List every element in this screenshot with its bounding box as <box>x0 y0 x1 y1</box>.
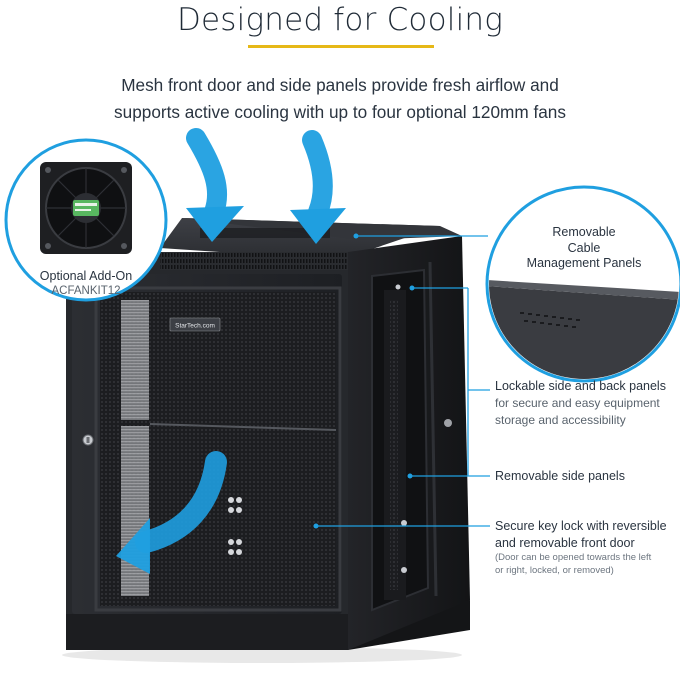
side-screw-mid <box>401 520 407 526</box>
cable-panels-label: Removable Cable Management Panels <box>490 225 678 272</box>
side-rail-holes <box>390 300 398 590</box>
page-title: Designed for Cooling <box>176 2 504 38</box>
callout-lockable-desc-1: for secure and easy equipment <box>495 396 660 410</box>
fan-inset-label-line-1: Optional Add-On <box>39 269 133 283</box>
airflow-arrow-left-shaft <box>186 128 228 222</box>
airflow-arrow-left-head <box>186 206 244 242</box>
door-mesh-border <box>94 286 342 612</box>
callout-key-lock: Secure key lock with reversible and remo… <box>495 518 680 577</box>
cabinet-base <box>66 614 348 650</box>
callout-key-lock-note-2: or right, locked, or removed) <box>495 564 614 576</box>
callout-key-lock-note-1: (Door can be opened towards the left <box>495 552 652 563</box>
callout-leaders <box>316 235 490 527</box>
front-top-vent <box>160 252 350 270</box>
cable-panels-image <box>489 280 679 379</box>
callout-lockable-desc-2: storage and accessibility <box>495 413 626 427</box>
top-vent <box>200 228 330 238</box>
fan-inset-label-line-2: ACFANKIT12 <box>51 285 121 297</box>
subtitle-line-1: Mesh front door and side panels provide … <box>121 75 559 95</box>
callout-lockable-title: Lockable side and back panels <box>495 379 666 393</box>
side-screw-top <box>395 284 401 290</box>
airflow-arrow-right-shaft <box>302 130 333 222</box>
subtitle: Mesh front door and side panels provide … <box>40 72 640 126</box>
side-panel-seam <box>428 261 438 597</box>
interior-shelf <box>149 423 337 431</box>
side-panel-lock <box>444 419 452 427</box>
callout-key-lock-title-2: and removable front door <box>495 536 635 550</box>
fan-inset-label: Optional Add-On ACFANKIT12 <box>26 268 146 299</box>
callout-dots <box>313 233 415 529</box>
airflow-arrow-door-head <box>116 518 150 574</box>
title-underline <box>248 45 434 48</box>
callout-lockable-panels: Lockable side and back panels for secure… <box>495 378 680 429</box>
cable-panels-label-line-3: Management Panels <box>526 256 642 270</box>
callout-side-panels-title: Removable side panels <box>495 469 625 483</box>
subtitle-line-2: supports active cooling with up to four … <box>114 102 566 122</box>
airflow-arrow-right-head <box>290 208 346 244</box>
cable-panels-label-line-1: Removable <box>552 225 616 239</box>
cable-panels-label-line-2: Cable <box>567 240 601 255</box>
interior-rail-upper <box>121 300 149 420</box>
mounting-screws <box>228 497 242 555</box>
fan-image <box>40 162 132 254</box>
side-screw-bottom <box>401 567 407 573</box>
cabinet-shadow <box>62 647 462 663</box>
door-lock-keyhole <box>86 437 90 443</box>
brand-plate <box>169 317 221 332</box>
callout-key-lock-title-1: Secure key lock with reversible <box>495 519 667 533</box>
airflow-arrow-door-shaft <box>135 451 227 553</box>
callout-side-panels: Removable side panels <box>495 468 680 485</box>
brand-plate-text: StarTech.com <box>175 323 215 330</box>
